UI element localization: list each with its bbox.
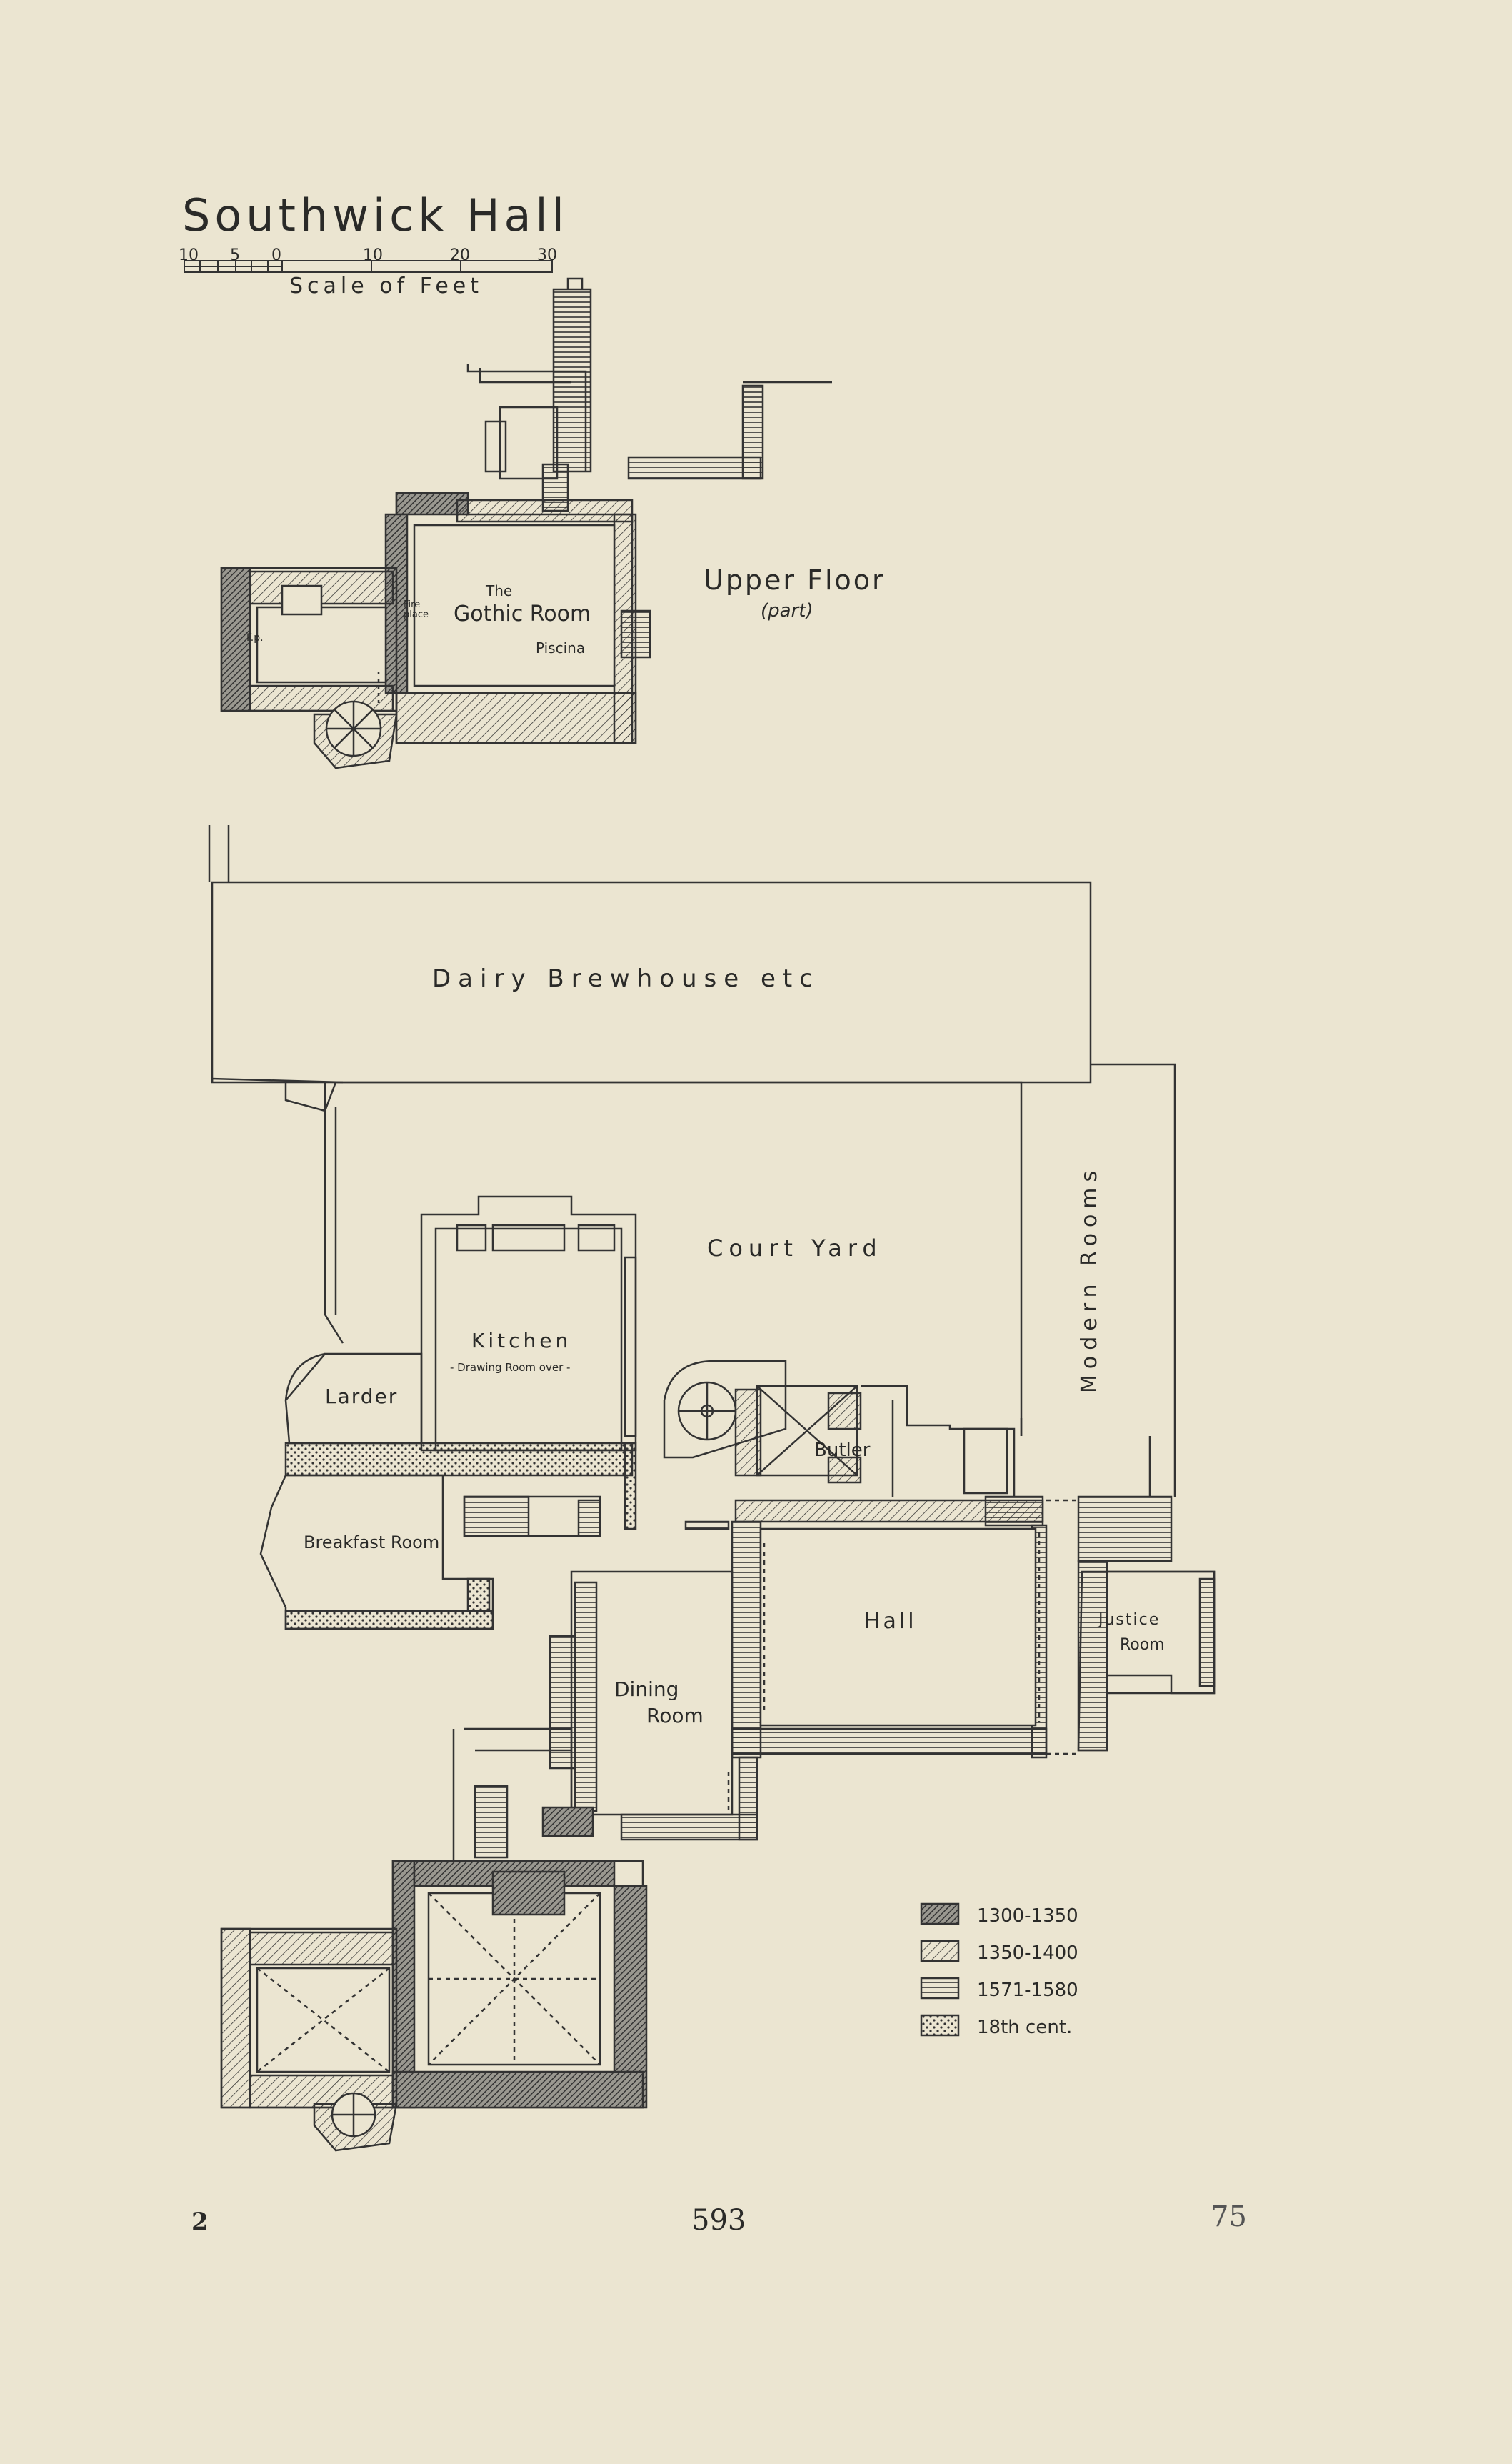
larder-label: Larder xyxy=(325,1385,399,1408)
hall-label: Hall xyxy=(864,1609,917,1634)
footer-right-number: 75 xyxy=(1211,2200,1247,2233)
ground-floor-plan xyxy=(208,825,1216,2152)
legend-swatch-1571 xyxy=(920,1977,960,2000)
legend-label: 1300-1350 xyxy=(977,1905,1078,1927)
upper-floor-sublabel: (part) xyxy=(761,600,813,622)
scale-caption: Scale of Feet xyxy=(289,274,483,299)
dining-room-label: Dining xyxy=(614,1677,679,1701)
fp-label: F.p. xyxy=(246,632,264,644)
justice-room-label: Justice xyxy=(1098,1611,1161,1629)
scale-tick: 0 xyxy=(271,246,281,264)
scale-tick: 30 xyxy=(537,246,557,264)
scale-tick: 5 xyxy=(230,246,240,264)
gothic-room-label: Gothic Room xyxy=(454,602,591,627)
dining-room-label: Room xyxy=(646,1704,704,1727)
legend-label: 1350-1400 xyxy=(977,1942,1078,1964)
breakfast-room-label: Breakfast Room xyxy=(304,1532,440,1552)
upper-floor-plan xyxy=(220,277,832,769)
piscina-label: Piscina xyxy=(536,639,586,657)
butler-label: Butler xyxy=(814,1440,871,1461)
scale-tick: 20 xyxy=(450,246,470,264)
scale-tick: 10 xyxy=(363,246,383,264)
footer-page-number: 593 xyxy=(691,2204,746,2237)
footer-left-number: 2 xyxy=(191,2208,209,2236)
kitchen-note: - Drawing Room over - xyxy=(450,1361,571,1374)
legend-swatch-1300 xyxy=(920,1902,960,1925)
legend-swatches xyxy=(920,1902,960,2037)
gothic-room-the: The xyxy=(486,582,513,599)
modern-rooms-label: Modern Rooms xyxy=(1077,1164,1102,1393)
legend-swatch-1350 xyxy=(920,1940,960,1962)
legend-swatch-18th xyxy=(920,2014,960,2037)
legend-label: 1571-1580 xyxy=(977,1980,1078,2001)
upper-floor-label: Upper Floor xyxy=(704,564,886,596)
kitchen-label: Kitchen xyxy=(471,1329,572,1352)
court-yard-label: Court Yard xyxy=(707,1235,883,1262)
dairy-label: Dairy Brewhouse etc xyxy=(432,964,820,993)
scale-bar xyxy=(184,260,553,273)
fireplace-label: Fire place xyxy=(404,599,429,620)
legend-label: 18th cent. xyxy=(977,2017,1073,2038)
page-title: Southwick Hall xyxy=(182,189,569,241)
justice-room-label: Room xyxy=(1120,1636,1165,1654)
scale-tick: 10 xyxy=(179,246,199,264)
